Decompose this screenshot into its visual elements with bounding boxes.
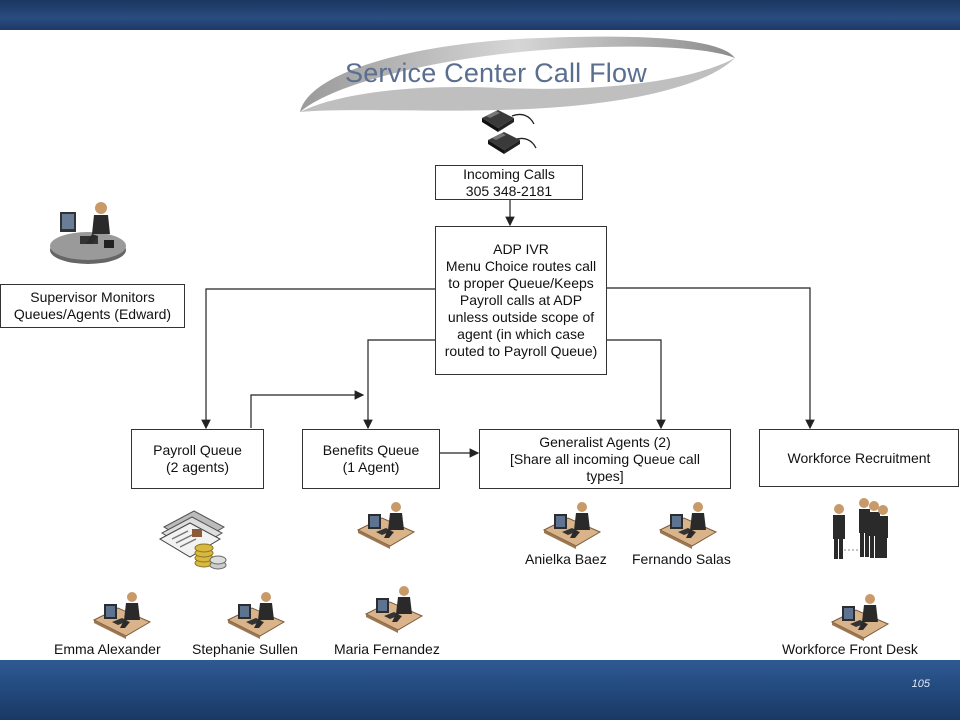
incoming-calls-label: Incoming Calls xyxy=(463,165,555,182)
payroll-queue-count: (2 agents) xyxy=(165,459,230,475)
agent-name-anielka: Anielka Baez xyxy=(525,551,607,567)
arrow-payroll-to-generalist xyxy=(250,390,365,428)
adp-ivr-box: ADP IVR Menu Choice routes call to prope… xyxy=(435,226,607,375)
agent-workstation-icon-anielka xyxy=(542,500,602,555)
page-title: Service Center Call Flow xyxy=(345,58,647,88)
ivr-line: unless outside scope of xyxy=(447,309,595,325)
agent-workstation-icon-benefits xyxy=(356,500,416,555)
generalist-agents-box: Generalist Agents (2)[Share all incoming… xyxy=(479,429,731,489)
supervisor-workstation-icon xyxy=(50,202,126,264)
payroll-queue-box: Payroll Queue(2 agents) xyxy=(131,429,264,489)
benefits-queue-label: Benefits Queue xyxy=(322,442,420,458)
agent-name-stephanie: Stephanie Sullen xyxy=(192,641,298,657)
generalist-line: [Share all incoming Queue call xyxy=(510,450,700,467)
generalist-line: types] xyxy=(586,467,624,484)
ivr-line: routed to Payroll Queue) xyxy=(444,343,598,359)
benefits-queue-count: (1 Agent) xyxy=(342,459,400,475)
workforce-recruitment-box: Workforce Recruitment xyxy=(759,429,959,487)
ivr-line: agent (in which case xyxy=(457,326,585,342)
bottom-banner xyxy=(0,660,960,720)
agent-name-emma: Emma Alexander xyxy=(54,641,161,657)
ivr-line: Payroll calls at ADP xyxy=(459,292,583,308)
staff-group-icon xyxy=(833,498,888,559)
workforce-recruitment-label: Workforce Recruitment xyxy=(787,449,931,466)
supervisor-line: Supervisor Monitors xyxy=(30,289,155,305)
page-number: 105 xyxy=(911,678,930,690)
generalist-line: Generalist Agents (2) xyxy=(539,433,671,450)
agent-workstation-icon-emma xyxy=(92,590,152,645)
documents-coins-icon xyxy=(158,510,227,570)
top-banner xyxy=(0,0,960,30)
agent-name-front-desk: Workforce Front Desk xyxy=(782,641,918,657)
ivr-line: to proper Queue/Keeps xyxy=(448,275,594,291)
supervisor-line: Queues/Agents (Edward) xyxy=(13,306,172,322)
arrow-ivr-to-benefits xyxy=(363,339,436,430)
agent-name-fernando: Fernando Salas xyxy=(632,551,731,567)
agent-workstation-icon-fernando xyxy=(658,500,718,555)
arrow-ivr-to-payroll xyxy=(201,288,436,430)
telephone-icon xyxy=(482,110,537,154)
ivr-line: Menu Choice routes call xyxy=(445,258,597,274)
agent-name-maria: Maria Fernandez xyxy=(334,641,440,657)
arrow-ivr-to-generalist xyxy=(607,339,666,430)
benefits-queue-box: Benefits Queue(1 Agent) xyxy=(302,429,440,489)
agent-workstation-icon-stephanie xyxy=(226,590,286,645)
payroll-queue-label: Payroll Queue xyxy=(153,442,242,458)
incoming-calls-number: 305 348-2181 xyxy=(465,182,553,199)
agent-workstation-icon-front-desk xyxy=(830,592,890,647)
ivr-line: ADP IVR xyxy=(493,241,549,257)
agent-workstation-icon-maria xyxy=(364,584,424,639)
arrow-ivr-to-workforce xyxy=(607,287,815,430)
